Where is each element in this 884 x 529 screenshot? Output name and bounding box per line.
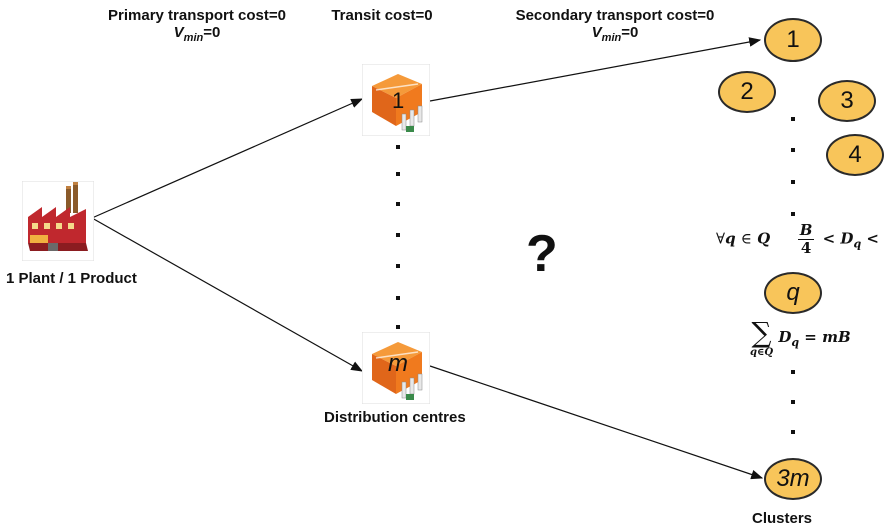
total-demand-constraint: ∑ q∈Q Dq = mB bbox=[750, 316, 851, 358]
ellipsis-dot bbox=[791, 400, 795, 404]
arrow-plant-to-dc1 bbox=[91, 98, 364, 219]
ellipsis-dot bbox=[791, 370, 795, 374]
ellipsis-dot bbox=[791, 117, 795, 121]
dc-number-1: 1 bbox=[392, 88, 405, 113]
primary-vmin-label: Vmin=0 bbox=[173, 24, 221, 44]
plant-label: 1 Plant / 1 Product bbox=[6, 270, 137, 287]
transit-cost-header: Transit cost=0 bbox=[331, 7, 433, 24]
secondary-vmin-label: Vmin=0 bbox=[591, 24, 639, 44]
ellipsis-dot bbox=[791, 148, 795, 152]
cluster-1: 1 bbox=[764, 18, 822, 62]
ellipsis-dot bbox=[396, 172, 400, 176]
plant-node bbox=[21, 180, 95, 262]
warehouse-icon bbox=[361, 63, 431, 137]
primary-cost-header: Primary transport cost=0 Vmin=0 bbox=[92, 7, 302, 47]
question-mark: ? bbox=[526, 225, 558, 283]
distribution-centre-m: m bbox=[361, 331, 431, 405]
secondary-cost-label: Secondary transport cost=0 bbox=[515, 7, 715, 24]
primary-cost-label: Primary transport cost=0 bbox=[108, 7, 286, 24]
arrow-plant-to-dcm bbox=[91, 217, 364, 372]
secondary-cost-header: Secondary transport cost=0 Vmin=0 bbox=[495, 7, 735, 47]
ellipsis-dot bbox=[791, 212, 795, 216]
ellipsis-dot bbox=[396, 296, 400, 300]
ellipsis-dot bbox=[396, 145, 400, 149]
cluster-q: q bbox=[764, 272, 822, 314]
ellipsis-dot bbox=[396, 202, 400, 206]
factory-icon bbox=[21, 180, 95, 262]
arrow-dcm-to-cluster3m bbox=[429, 365, 764, 480]
ellipsis-dot bbox=[791, 430, 795, 434]
clusters-label: Clusters bbox=[752, 510, 813, 527]
demand-bounds-constraint: ∀q ∈ Q B4 < Dq < B2 bbox=[716, 221, 879, 257]
ellipsis-dot bbox=[396, 264, 400, 268]
cluster-2: 2 bbox=[718, 71, 776, 113]
cluster-3m: 3m bbox=[764, 458, 822, 500]
ellipsis-dot bbox=[396, 325, 400, 329]
cluster-4: 4 bbox=[826, 134, 884, 176]
distribution-centre-1: 1 bbox=[361, 63, 431, 137]
dc-number-m: m bbox=[388, 350, 408, 377]
cluster-3: 3 bbox=[818, 80, 876, 122]
ellipsis-dot bbox=[791, 180, 795, 184]
ellipsis-dot bbox=[396, 233, 400, 237]
arrow-dc1-to-cluster1 bbox=[429, 37, 762, 102]
warehouse-icon bbox=[361, 331, 431, 405]
distribution-label: Distribution centres bbox=[324, 409, 466, 426]
